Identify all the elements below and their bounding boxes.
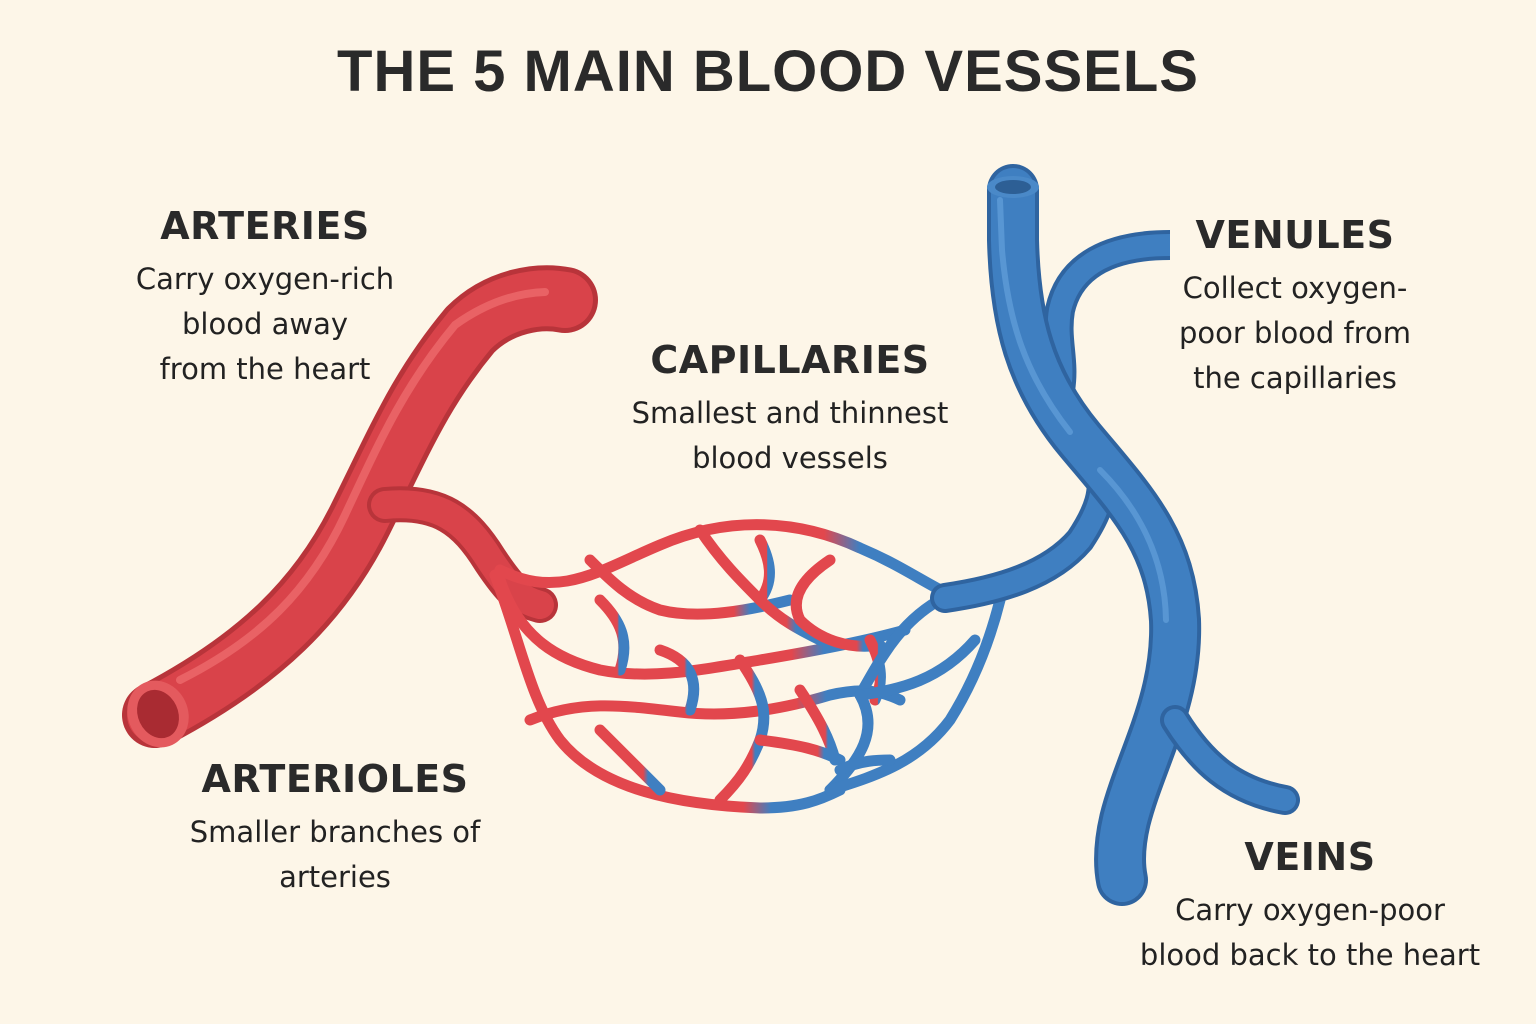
venules-label: VENULES Collect oxygen- poor blood from … (1150, 212, 1440, 401)
arteries-description: Carry oxygen-rich blood away from the he… (135, 262, 395, 386)
artery-vessel (122, 265, 598, 748)
veins-label: VEINS Carry oxygen-poor blood back to th… (1100, 834, 1520, 978)
arteries-label: ARTERIES Carry oxygen-rich blood away fr… (100, 203, 430, 392)
arterioles-heading: ARTERIOLES (201, 757, 469, 801)
arterioles-description: Smaller branches of arteries (189, 815, 481, 894)
venules-heading: VENULES (1195, 213, 1395, 257)
veins-description: Carry oxygen-poor blood back to the hear… (1139, 893, 1481, 972)
venules-description: Collect oxygen- poor blood from the capi… (1178, 271, 1412, 395)
capillaries-heading: CAPILLARIES (650, 338, 930, 382)
page-title: THE 5 MAIN BLOOD VESSELS (337, 39, 1199, 104)
arterioles-label: ARTERIOLES Smaller branches of arteries (160, 756, 510, 900)
capillary-venous-side (824, 591, 1006, 796)
veins-heading: VEINS (1244, 835, 1376, 879)
capillaries-label: CAPILLARIES Smallest and thinnest blood … (600, 337, 980, 481)
vein-vessel (987, 164, 1300, 906)
arteriole-vessel (367, 486, 558, 623)
capillaries-description: Smallest and thinnest blood vessels (631, 396, 949, 475)
arteries-heading: ARTERIES (160, 204, 370, 248)
